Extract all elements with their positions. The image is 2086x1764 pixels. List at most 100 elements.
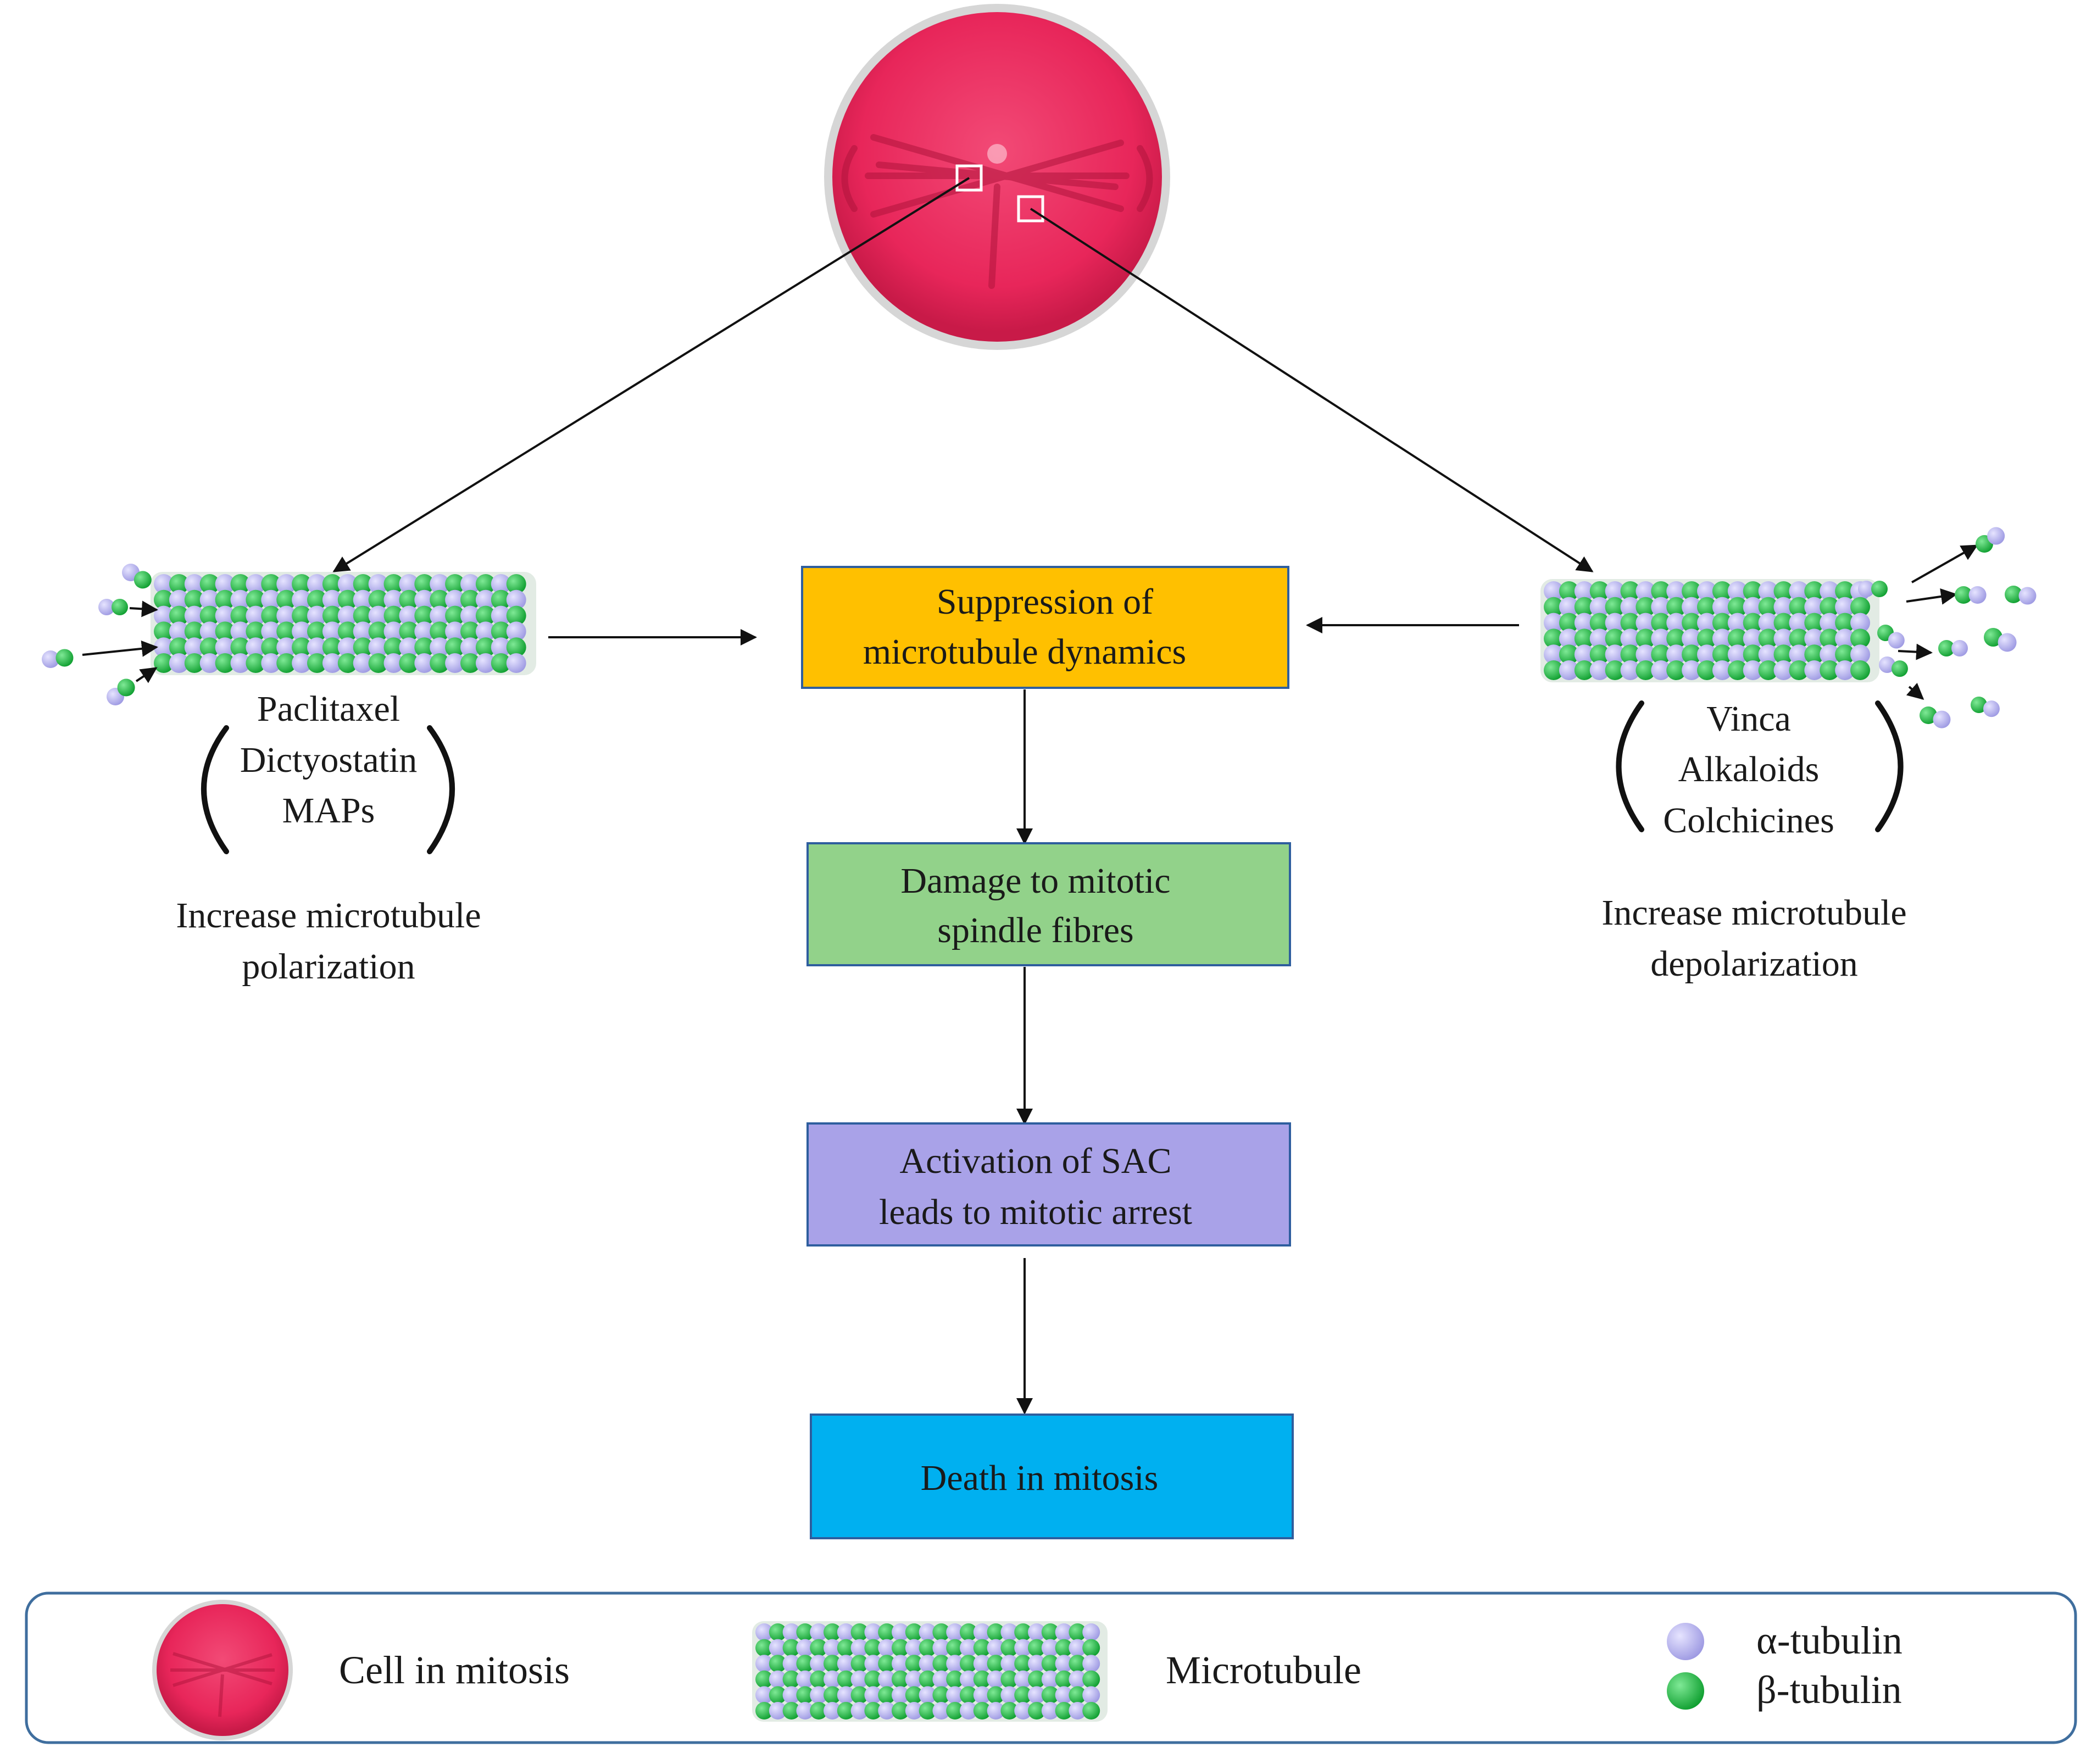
beta-tubulin-bead xyxy=(445,637,465,658)
beta-tubulin-bead xyxy=(383,574,404,594)
alpha-tubulin-bead xyxy=(932,1702,950,1720)
alpha-tubulin-bead xyxy=(1082,1686,1100,1704)
alpha-tubulin-bead xyxy=(824,1639,841,1657)
alpha-tubulin-bead xyxy=(506,621,526,642)
connector-arrows xyxy=(332,177,1594,1415)
alpha-tubulin-bead xyxy=(154,605,174,626)
flow-box-damage: Damage to mitotic spindle fibres xyxy=(806,842,1291,966)
beta-tubulin-bead xyxy=(850,1686,869,1704)
alpha-tubulin-bead xyxy=(1951,640,1968,656)
beta-tubulin-bead xyxy=(353,605,373,626)
beta-tubulin-bead xyxy=(919,1670,937,1688)
alpha-tubulin-bead xyxy=(2018,587,2037,605)
beta-tubulin-bead xyxy=(892,1670,909,1688)
alpha-tubulin-bead xyxy=(1589,597,1610,617)
beta-tubulin-bead xyxy=(1743,613,1763,633)
beta-tubulin-bead xyxy=(1651,581,1671,601)
beta-tubulin-bead xyxy=(1789,597,1809,617)
alpha-tubulin-bead xyxy=(199,653,220,673)
beta-tubulin-bead xyxy=(1850,597,1870,617)
alpha-tubulin-bead xyxy=(892,1623,909,1641)
right-paren-open xyxy=(1616,700,1644,832)
alpha-tubulin-bead xyxy=(1712,628,1732,649)
beta-tubulin-bead xyxy=(1559,613,1579,633)
beta-tubulin-bead xyxy=(322,637,342,658)
alpha-tubulin-bead xyxy=(261,621,281,642)
alpha-tubulin-bead xyxy=(383,653,404,673)
beta-tubulin-bead xyxy=(1682,644,1702,665)
beta-tubulin-bead xyxy=(1014,1623,1032,1641)
beta-tubulin-bead xyxy=(1574,597,1594,617)
alpha-tubulin-bead xyxy=(1804,660,1824,680)
flow-box-death: Death in mitosis xyxy=(810,1414,1294,1539)
beta-tubulin-bead xyxy=(1082,1702,1100,1720)
beta-tubulin-bead xyxy=(810,1670,828,1688)
beta-tubulin-bead xyxy=(1773,644,1794,665)
alpha-tubulin-bead xyxy=(292,653,312,673)
beta-tubulin-bead xyxy=(1871,581,1888,597)
alpha-tubulin-bead xyxy=(1835,628,1855,649)
beta-tubulin-bead xyxy=(1666,628,1687,649)
alpha-tubulin-bead xyxy=(1820,581,1840,601)
alpha-tubulin-bead xyxy=(414,589,435,610)
alpha-tubulin-bead xyxy=(246,574,266,594)
beta-tubulin-bead xyxy=(905,1623,923,1641)
beta-tubulin-bead xyxy=(905,1686,923,1704)
alpha-tubulin-bead xyxy=(810,1623,828,1641)
beta-tubulin-bead xyxy=(1891,660,1908,677)
beta-tubulin-bead xyxy=(1069,1623,1087,1641)
alpha-tubulin-bead xyxy=(399,637,419,658)
beta-tubulin-bead xyxy=(1589,581,1610,601)
beta-tubulin-bead xyxy=(2005,586,2022,603)
beta-tubulin-bead xyxy=(987,1655,1005,1673)
right-drug-list: Vinca Alkaloids Colchicines xyxy=(1616,699,1904,841)
beta-tubulin-bead xyxy=(960,1623,977,1641)
left-drug-1: Paclitaxel xyxy=(257,689,400,729)
beta-tubulin-bead xyxy=(1000,1670,1019,1688)
beta-tubulin-bead xyxy=(1850,628,1870,649)
alpha-tubulin-bead xyxy=(946,1623,964,1641)
alpha-tubulin-bead xyxy=(1605,581,1625,601)
alpha-tubulin-bead xyxy=(184,574,204,594)
alpha-tubulin-bead xyxy=(1544,644,1564,665)
dimer-motion-arrow xyxy=(135,667,158,683)
alpha-tubulin-bead xyxy=(1014,1702,1032,1720)
alpha-tubulin-bead xyxy=(430,605,450,626)
alpha-tubulin-bead xyxy=(445,589,465,610)
beta-tubulin-bead xyxy=(878,1623,896,1641)
beta-tubulin-bead xyxy=(1804,644,1824,665)
alpha-tubulin-bead xyxy=(414,653,435,673)
alpha-tubulin-bead xyxy=(276,605,297,626)
beta-tubulin-bead xyxy=(782,1702,800,1720)
alpha-tubulin-bead xyxy=(399,605,419,626)
beta-tubulin-bead xyxy=(55,649,74,667)
alpha-tubulin-bead xyxy=(1773,597,1794,617)
beta-tubulin-bead xyxy=(864,1670,882,1688)
alpha-tubulin-bead xyxy=(1666,581,1687,601)
beta-tubulin-bead xyxy=(475,574,496,594)
beta-tubulin-bead xyxy=(1636,597,1656,617)
alpha-tubulin-bead xyxy=(1879,656,1895,673)
beta-tubulin-bead xyxy=(892,1639,909,1657)
beta-tubulin-bead xyxy=(215,589,235,610)
alpha-tubulin-bead xyxy=(960,1639,977,1657)
beta-tubulin-bead xyxy=(769,1686,787,1704)
right-effect-label: Increase microtubule depolarization xyxy=(1601,893,1906,984)
alpha-tubulin-bead xyxy=(1983,700,2000,717)
alpha-tubulin-bead xyxy=(1850,644,1870,665)
beta-tubulin-bead xyxy=(154,589,174,610)
alpha-tubulin-bead xyxy=(1559,660,1579,680)
alpha-tubulin-bead xyxy=(430,574,450,594)
alpha-tubulin-bead xyxy=(1743,628,1763,649)
alpha-tubulin-bead xyxy=(905,1670,923,1688)
beta-tubulin-bead xyxy=(261,605,281,626)
alpha-tubulin-bead xyxy=(782,1686,800,1704)
alpha-tubulin-bead xyxy=(1850,613,1870,633)
legend-alpha-label: α-tubulin xyxy=(1756,1618,1903,1662)
beta-tubulin-bead xyxy=(837,1702,855,1720)
alpha-tubulin-bead xyxy=(322,653,342,673)
alpha-tubulin-bead xyxy=(353,621,373,642)
alpha-tubulin-bead xyxy=(1712,660,1732,680)
alpha-tubulin-bead xyxy=(199,621,220,642)
beta-tubulin-bead xyxy=(1804,581,1824,601)
